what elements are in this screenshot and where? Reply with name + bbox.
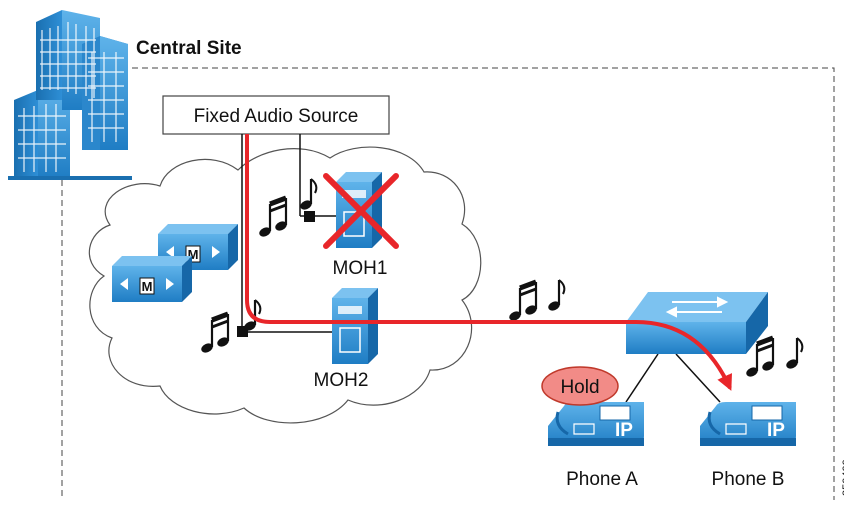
svg-text:M: M bbox=[142, 279, 153, 294]
music-note-icon bbox=[508, 282, 538, 322]
switch-icon bbox=[626, 292, 768, 354]
svg-text:M: M bbox=[188, 247, 199, 262]
fixed-audio-source: Fixed Audio Source bbox=[162, 95, 390, 135]
connector-moh1 bbox=[304, 211, 315, 222]
callmanager-icon: M bbox=[112, 256, 192, 302]
building-icon bbox=[8, 10, 132, 180]
hold-badge: Hold bbox=[541, 366, 619, 406]
fixed-audio-source-label: Fixed Audio Source bbox=[194, 106, 359, 127]
music-note-icon bbox=[783, 336, 804, 372]
phone-a-label: Phone A bbox=[566, 469, 638, 490]
server-icon bbox=[332, 288, 378, 364]
svg-text:IP: IP bbox=[767, 420, 785, 441]
moh2-label: MOH2 bbox=[314, 370, 369, 391]
site-label: Central Site bbox=[136, 38, 242, 59]
central-site-boundary bbox=[61, 67, 835, 500]
moh1-label: MOH1 bbox=[333, 258, 388, 279]
phone-b-label: Phone B bbox=[712, 469, 785, 490]
ip-phone-icon: IP bbox=[548, 402, 644, 446]
svg-text:IP: IP bbox=[615, 420, 633, 441]
connector-moh2 bbox=[237, 326, 248, 337]
ip-phone-icon: IP bbox=[700, 402, 796, 446]
music-note-icon bbox=[545, 278, 566, 314]
failure-x-icon bbox=[323, 173, 399, 249]
hold-label: Hold bbox=[560, 377, 599, 398]
figure-id: 350400 bbox=[841, 459, 844, 496]
moh-stream-path bbox=[245, 134, 732, 391]
